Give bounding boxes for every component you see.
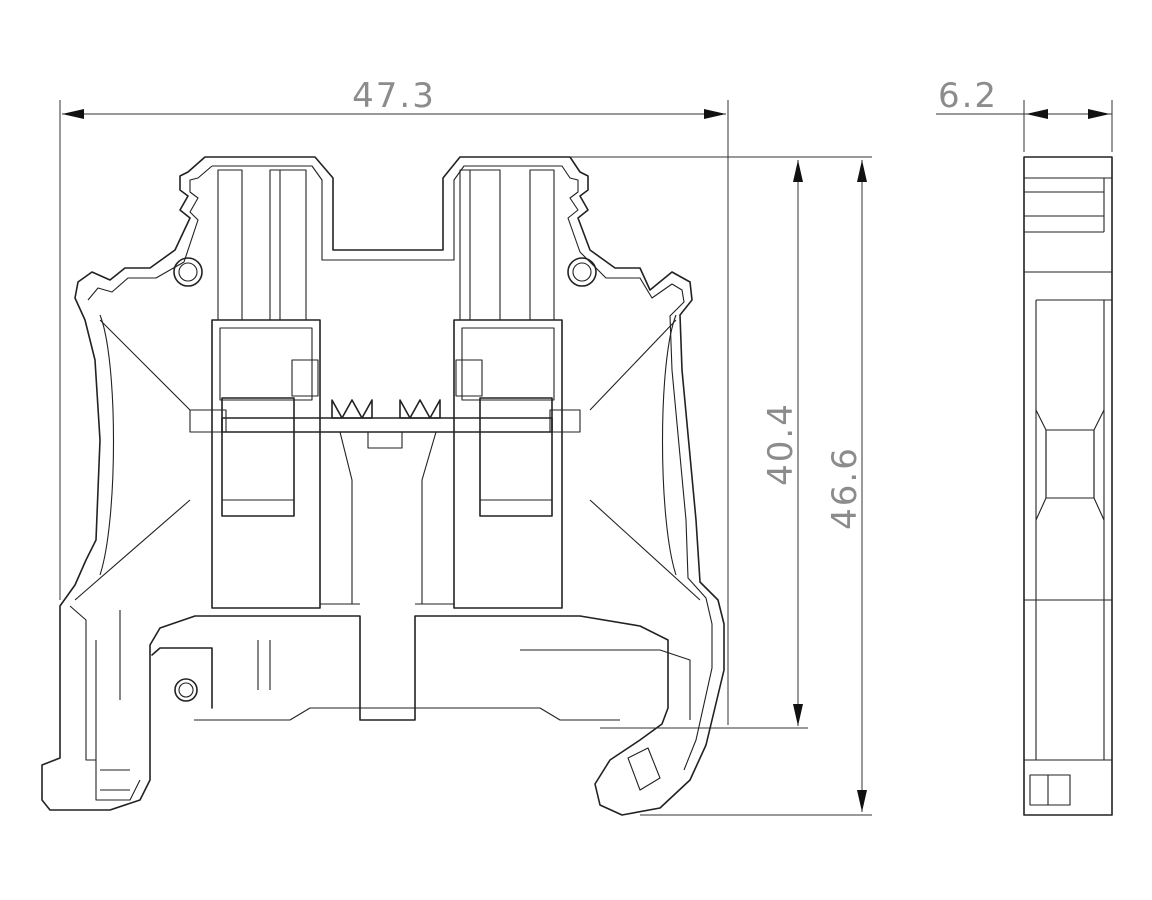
front-view-outline [41,156,725,816]
side-view-outline [1023,156,1113,816]
height-total-dimension-label: 46.6 [825,446,865,530]
height-inner-dimension-label: 40.4 [761,402,801,486]
width-dimension-label: 47.3 [352,76,436,116]
dimension-thickness: 6.2 [936,76,1113,152]
dimension-height-total: 46.6 [640,156,872,816]
dimension-height-inner: 40.4 [560,156,808,729]
dimension-width: 47.3 [59,76,729,725]
thickness-dimension-label: 6.2 [938,76,998,116]
